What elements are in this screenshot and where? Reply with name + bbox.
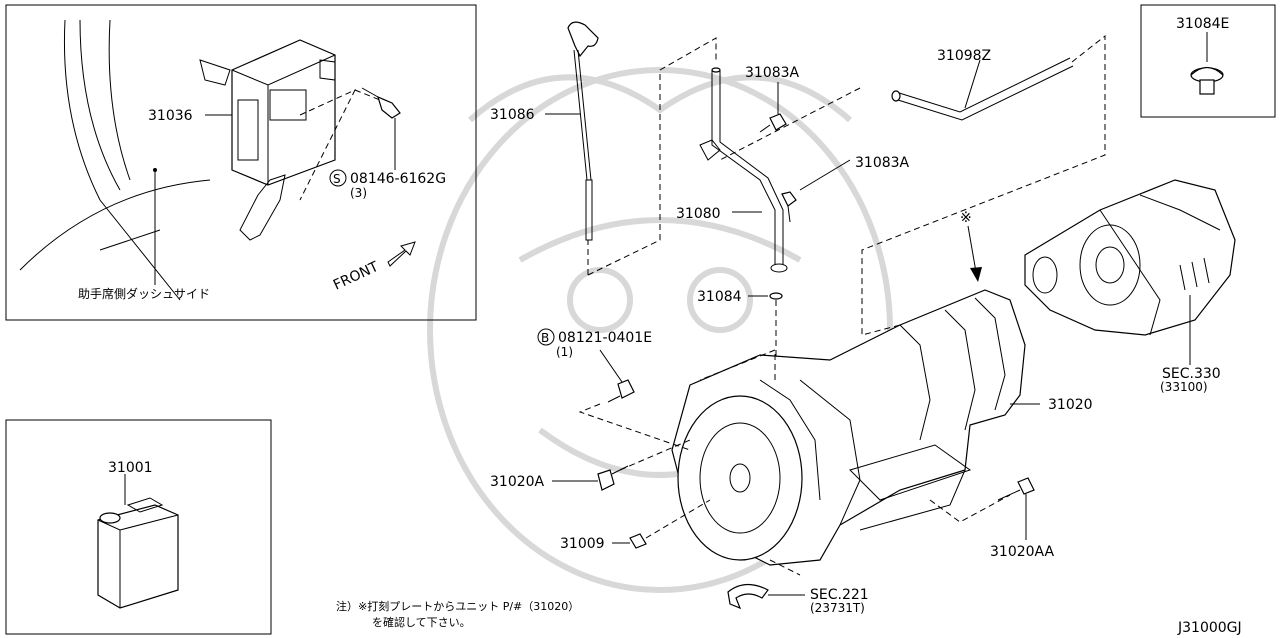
bracket-sec221 bbox=[727, 583, 769, 610]
label-31009: 31009 bbox=[560, 536, 605, 552]
label-dash-side: 助手席側ダッシュサイド bbox=[78, 286, 210, 301]
inset-frame-clip bbox=[1140, 4, 1276, 118]
bolt-31020a bbox=[597, 465, 629, 491]
svg-text:B: B bbox=[541, 331, 549, 345]
label-08121-0401e: 08121-0401E bbox=[558, 330, 652, 346]
label-sec330-sub: (33100) bbox=[1160, 380, 1208, 394]
circle-b-marker: B bbox=[537, 328, 555, 346]
label-star: ※ bbox=[960, 210, 972, 226]
front-arrow-icon bbox=[387, 241, 416, 267]
dash-side-panel bbox=[19, 19, 211, 301]
label-31083a-lower: 31083A bbox=[855, 155, 910, 171]
label-31020aa: 31020AA bbox=[990, 544, 1055, 560]
label-31084: 31084 bbox=[697, 289, 742, 305]
label-sec221-sub: (23731T) bbox=[810, 601, 865, 615]
label-31036: 31036 bbox=[148, 108, 193, 124]
leader-dashed-31009 bbox=[645, 499, 711, 539]
dipstick-31086 bbox=[567, 21, 599, 241]
note-line-1: 注）※打刻プレートからユニット P/#（31020） bbox=[336, 599, 579, 613]
label-31001: 31001 bbox=[108, 460, 153, 476]
leader-dashed-08121 bbox=[578, 403, 691, 471]
label-31020: 31020 bbox=[1048, 397, 1093, 413]
label-31086: 31086 bbox=[490, 107, 535, 123]
transmission-31020 bbox=[671, 289, 1026, 566]
label-08146-6162g: 08146-6162G bbox=[350, 171, 446, 187]
note-line-2: を確認して下さい。 bbox=[372, 615, 471, 629]
circle-s-marker: S bbox=[329, 169, 347, 187]
label-08146-qty: (3) bbox=[350, 186, 367, 200]
label-08121-qty: (1) bbox=[556, 345, 573, 359]
leader-dashed-hose bbox=[719, 34, 1106, 336]
o-ring-31084 bbox=[769, 292, 783, 300]
fluid-can-31001 bbox=[97, 497, 179, 609]
breather-hose-31098z bbox=[891, 57, 1074, 121]
leader-dashed-transmission bbox=[699, 349, 1011, 576]
label-31083a-upper: 31083A bbox=[745, 65, 800, 81]
label-31020a: 31020A bbox=[490, 474, 545, 490]
control-unit-31036 bbox=[199, 39, 336, 241]
bolt-08146 bbox=[361, 87, 401, 119]
label-31080: 31080 bbox=[676, 206, 721, 222]
leader-dashed-ecu-bolt bbox=[299, 88, 381, 201]
label-sec330: SEC.330 bbox=[1162, 366, 1221, 382]
label-front: FRONT bbox=[331, 259, 382, 294]
label-31084e: 31084E bbox=[1176, 16, 1229, 32]
leader-dashed-dipstick bbox=[587, 37, 717, 276]
arrow-down-icon bbox=[967, 225, 982, 282]
svg-text:S: S bbox=[333, 172, 341, 186]
transfer-case-sec330 bbox=[1024, 179, 1236, 336]
label-sec221: SEC.221 bbox=[810, 587, 869, 603]
inset-frame-control-unit bbox=[5, 4, 477, 321]
plug-31009 bbox=[629, 533, 647, 549]
filler-tube-31080 bbox=[699, 67, 788, 273]
clip-31084e bbox=[1190, 66, 1224, 95]
bolt-31083a-upper bbox=[759, 113, 787, 133]
inset-frame-fluid-can bbox=[5, 419, 272, 635]
diagram-id: J31000GJ bbox=[1177, 620, 1242, 636]
label-31098z: 31098Z bbox=[937, 48, 991, 64]
bolt-31083a-lower bbox=[781, 191, 797, 223]
bolt-31020aa bbox=[997, 477, 1035, 501]
bolt-08121 bbox=[607, 379, 635, 403]
